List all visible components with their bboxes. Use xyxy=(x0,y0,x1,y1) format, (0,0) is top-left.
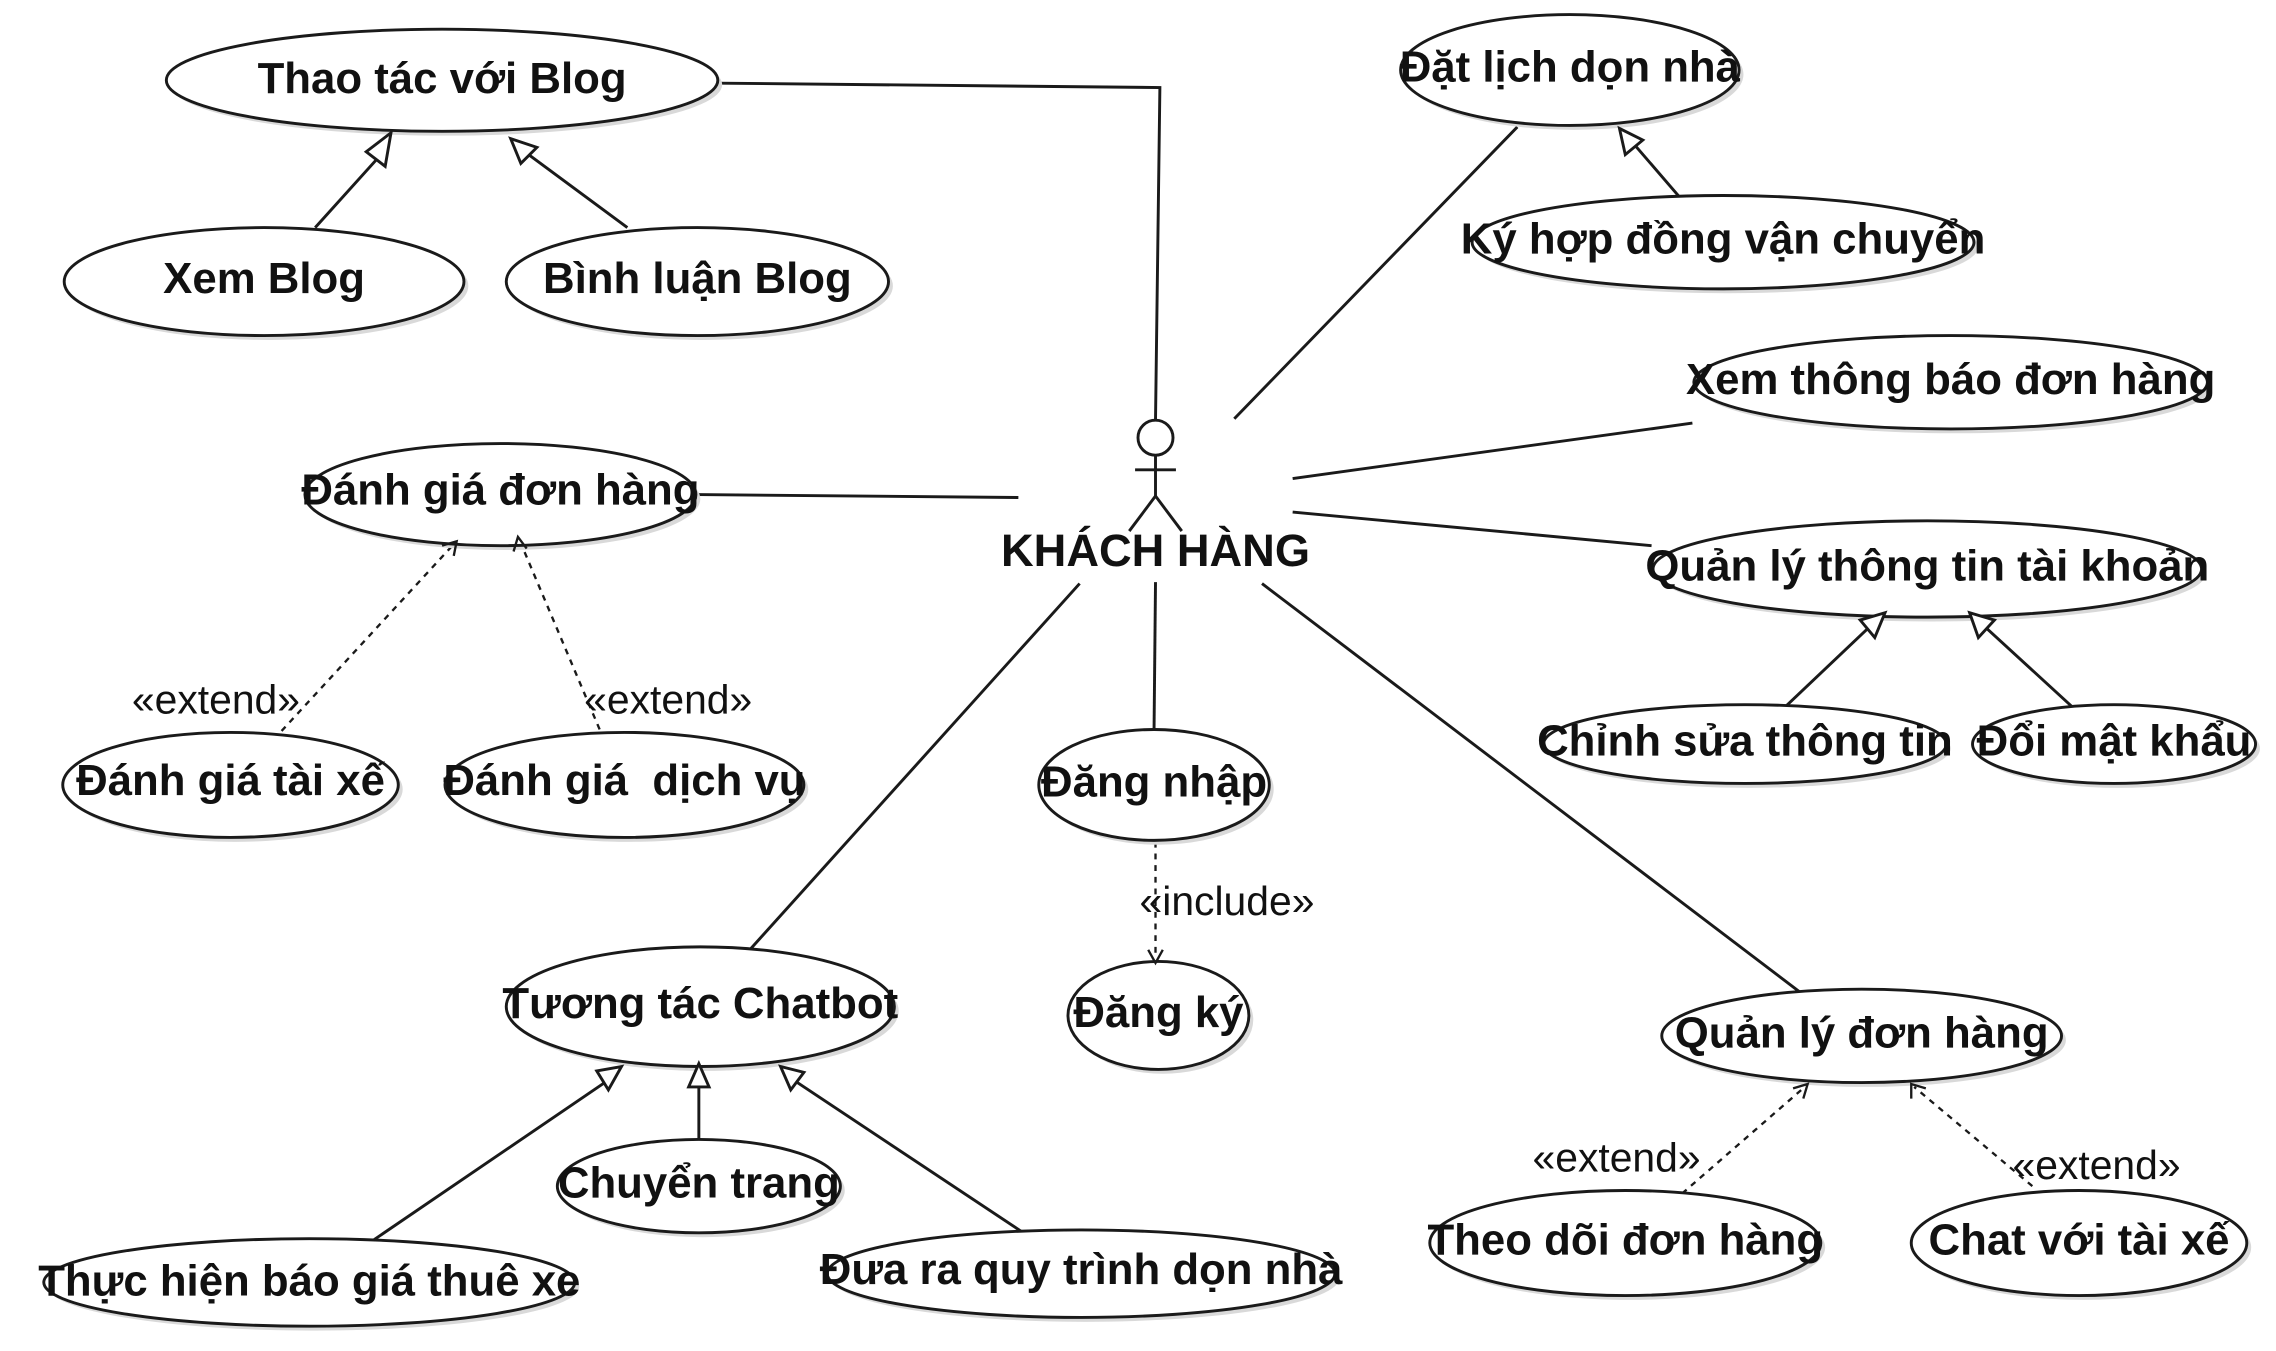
label-rate-service: Đánh giá dịch vụ xyxy=(443,756,805,805)
actor-customer[interactable]: KHÁCH HÀNG xyxy=(1001,418,1310,576)
label-quote: Thực hiện báo giá thuê xe xyxy=(38,1256,580,1305)
label-moving-process: Đưa ra quy trình dọn nhà xyxy=(820,1245,1343,1294)
label-change-password: Đổi mật khẩu xyxy=(1977,717,2252,766)
use-case-moving-process[interactable] xyxy=(825,1228,1337,1319)
use-case-view-blog[interactable] xyxy=(62,226,466,338)
label-order-notifications: Xem thông báo đơn hàng xyxy=(1686,355,2215,404)
label-edit-info: Chỉnh sửa thông tin xyxy=(1537,717,1953,766)
dependency-arrow-icon xyxy=(441,539,459,557)
assoc-chatbot xyxy=(747,582,1081,953)
use-case-comment-blog[interactable] xyxy=(504,226,890,338)
use-case-order-notifications[interactable] xyxy=(1692,334,2209,431)
label-login: Đăng nhập xyxy=(1041,757,1267,806)
assoc-book-moving xyxy=(1233,125,1519,420)
label-manage-orders: Quản lý đơn hàng xyxy=(1675,1008,2049,1057)
label-register: Đăng ký xyxy=(1073,988,1244,1037)
actor-head xyxy=(1136,418,1175,457)
generalization-arrow-icon xyxy=(594,1064,625,1093)
use-case-register[interactable] xyxy=(1066,959,1251,1071)
use-case-track-order[interactable] xyxy=(1428,1189,1823,1298)
dependency-arrow-icon xyxy=(512,534,528,552)
dependency-arrow-icon xyxy=(1792,1082,1810,1099)
label-chatbot: Tương tác Chatbot xyxy=(502,979,898,1028)
use-case-manage-orders[interactable] xyxy=(1660,987,2063,1085)
associations xyxy=(697,81,1803,995)
label-rate-driver: Đánh giá tài xế xyxy=(76,756,385,805)
dependency-arrow-icon xyxy=(1910,1082,1927,1099)
label-view-blog: Xem Blog xyxy=(163,254,365,303)
use-case-manage-account[interactable] xyxy=(1651,519,2204,619)
assoc-blog xyxy=(719,81,1162,421)
generalization-arrow-icon xyxy=(1857,610,1888,641)
generalization-arrow-icon xyxy=(363,129,394,169)
use-case-labels: Thao tác với Blog Xem Blog Bình luận Blo… xyxy=(38,43,2251,1306)
label-track-order: Theo dõi đơn hàng xyxy=(1427,1216,1823,1265)
actor-label: KHÁCH HÀNG xyxy=(1001,525,1310,576)
label-comment-blog: Bình luận Blog xyxy=(543,254,852,303)
use-case-navigate[interactable] xyxy=(555,1137,842,1235)
stereotype-include: «include» xyxy=(1140,878,1315,924)
generalization-arrow-icon xyxy=(778,1064,807,1093)
use-case-blog[interactable] xyxy=(164,27,720,133)
assoc-order-notifications xyxy=(1292,421,1693,480)
generalization-arrow-icon xyxy=(508,136,540,166)
stereotype-extend: «extend» xyxy=(2013,1142,2181,1188)
label-blog: Thao tác với Blog xyxy=(258,54,627,103)
use-case-shapes xyxy=(42,13,2260,1331)
label-navigate: Chuyển trang xyxy=(558,1159,840,1208)
generalizations xyxy=(314,144,2076,1245)
use-case-rate-service[interactable] xyxy=(443,730,806,839)
label-manage-account: Quản lý thông tin tài khoản xyxy=(1645,542,2209,591)
use-case-sign-contract[interactable] xyxy=(1470,194,1976,291)
use-case-change-password[interactable] xyxy=(1971,703,2258,785)
use-case-edit-info[interactable] xyxy=(1542,703,1948,785)
stereotype-labels: «extend» «extend» «include» «extend» «ex… xyxy=(132,676,2181,1187)
generalization-arrow-icon xyxy=(1617,125,1646,158)
stereotype-extend: «extend» xyxy=(1533,1135,1701,1181)
assoc-login xyxy=(1152,582,1157,730)
stereotype-extend: «extend» xyxy=(132,676,300,722)
label-chat-driver: Chat với tài xế xyxy=(1929,1216,2231,1265)
label-rate-order: Đánh giá đơn hàng xyxy=(301,466,699,515)
use-case-quote[interactable] xyxy=(42,1237,577,1328)
label-book-moving: Đặt lịch dọn nhà xyxy=(1400,43,1741,92)
assoc-manage-account xyxy=(1292,510,1652,548)
use-case-login[interactable] xyxy=(1037,728,1271,842)
generalization-arrow-icon xyxy=(1967,610,1998,641)
use-case-chat-driver[interactable] xyxy=(1909,1189,2249,1298)
use-case-rate-driver[interactable] xyxy=(61,730,400,839)
assoc-manage-orders xyxy=(1261,582,1803,995)
arrow-heads xyxy=(363,125,1998,1099)
generalization-arrow-icon xyxy=(686,1059,712,1089)
assoc-rate-order xyxy=(697,493,1019,499)
dependency-arrow-icon xyxy=(1147,949,1164,966)
label-sign-contract: Ký hợp đồng vận chuyển xyxy=(1461,215,1986,264)
use-case-rate-order[interactable] xyxy=(303,442,698,548)
use-case-book-moving[interactable] xyxy=(1399,13,1741,127)
dependencies xyxy=(280,539,2034,1195)
stereotype-extend: «extend» xyxy=(584,676,752,722)
